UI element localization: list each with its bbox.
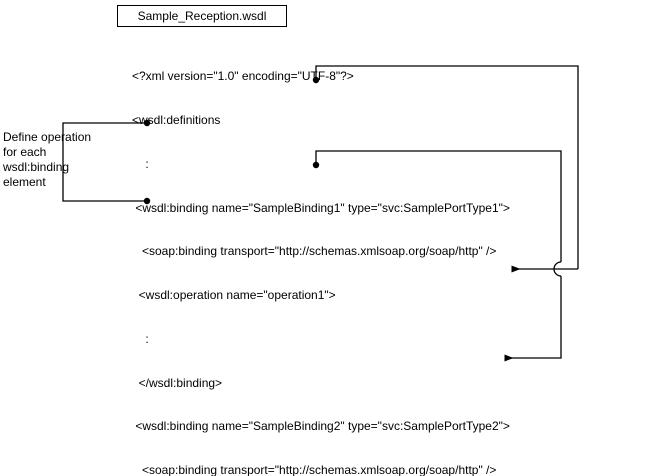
annotation-label: Define operation for each wsdl:binding e… bbox=[3, 130, 92, 189]
code-line: <soap:binding transport="http://schemas.… bbox=[132, 244, 497, 259]
wsdl-code-block: <?xml version="1.0" encoding="UTF-8"?> <… bbox=[132, 40, 510, 476]
connector-line-hop bbox=[553, 261, 562, 277]
code-line: <wsdl:binding name="SampleBinding2" type… bbox=[132, 419, 510, 434]
code-line: <soap:binding transport="http://schemas.… bbox=[132, 463, 497, 476]
code-line: </wsdl:binding> bbox=[132, 375, 223, 390]
connector-arrow-binding2 bbox=[504, 276, 562, 362]
code-line: <wsdl:operation name="operation1"> bbox=[132, 288, 336, 303]
file-title-box: Sample_Reception.wsdl bbox=[117, 5, 287, 27]
code-line: : bbox=[132, 156, 149, 171]
code-line: <wsdl:definitions bbox=[132, 112, 221, 127]
code-line: <wsdl:binding name="SampleBinding1" type… bbox=[132, 200, 510, 215]
file-title-label: Sample_Reception.wsdl bbox=[137, 9, 267, 23]
code-line: : bbox=[132, 331, 149, 346]
code-line: <?xml version="1.0" encoding="UTF-8"?> bbox=[132, 69, 354, 84]
